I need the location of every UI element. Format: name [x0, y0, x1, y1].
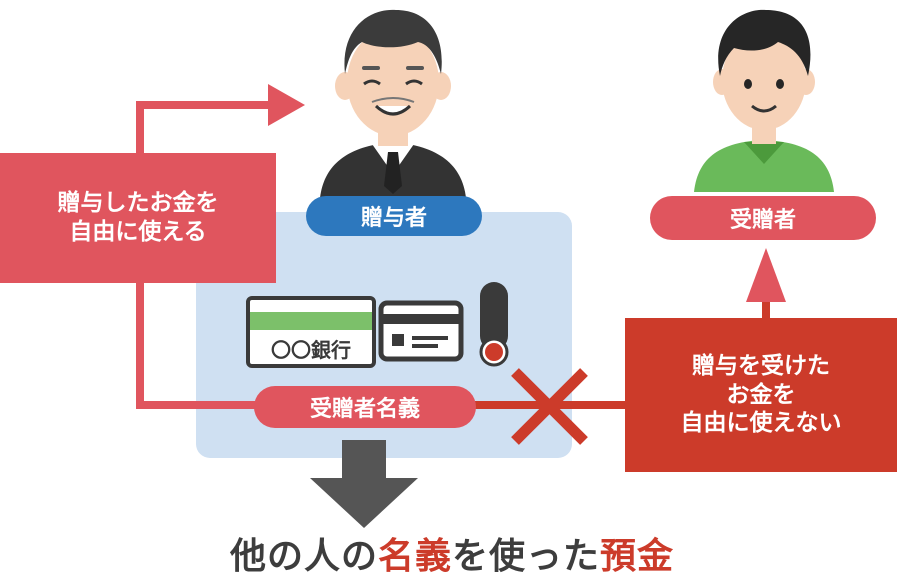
- account-name-label-text: 受贈者名義: [309, 397, 420, 422]
- receiver-label-text: 受贈者: [729, 208, 796, 233]
- caption-highlight-deposit: 預金: [600, 536, 675, 577]
- young-man-icon: [694, 9, 834, 192]
- cross-icon: [511, 368, 588, 445]
- receiver-note-line2: お金を: [726, 381, 796, 408]
- receiver-note: 贈与を受けた お金を 自由に使えない: [625, 318, 897, 472]
- caption: 他の人の名義を使った預金: [0, 527, 904, 579]
- giver-note-line1: 贈与したお金を: [57, 190, 219, 217]
- arrow-to-receiver-icon: [746, 248, 786, 302]
- account-name-label: 受贈者名義: [254, 386, 476, 428]
- receiver-note-line1: 贈与を受けた: [692, 352, 830, 379]
- bankbook-label: 〇〇銀行: [271, 338, 351, 362]
- arrow-to-giver-icon: [268, 84, 305, 126]
- seal-stamp-icon: [479, 282, 509, 367]
- bankbook-stripe: [250, 312, 372, 330]
- cash-card-icon: [378, 300, 464, 362]
- receiver-label: 受贈者: [650, 196, 876, 240]
- receiver-note-line3: 自由に使えない: [680, 410, 842, 437]
- down-arrow-icon: [310, 440, 418, 528]
- giver-label: 贈与者: [306, 196, 482, 236]
- caption-highlight-name: 名義: [377, 536, 452, 577]
- grandfather-icon: [320, 9, 466, 198]
- bankbook-icon: 〇〇銀行: [246, 296, 376, 368]
- giver-label-text: 贈与者: [360, 206, 427, 231]
- caption-part1: 他の人の: [229, 536, 378, 577]
- caption-part3: を使った: [452, 536, 601, 577]
- giver-note-line2: 自由に使える: [69, 219, 207, 245]
- giver-note: 贈与したお金を 自由に使える: [0, 153, 276, 283]
